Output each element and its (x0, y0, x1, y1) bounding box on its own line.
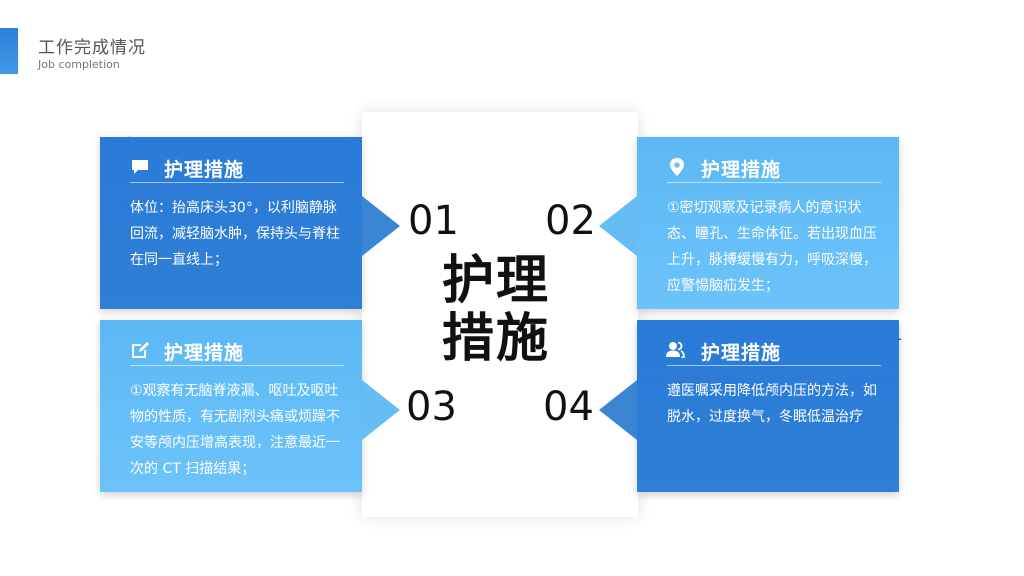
card-divider-04 (667, 365, 881, 366)
card-divider-02 (667, 182, 881, 183)
card-divider-03 (130, 365, 344, 366)
location-pin-icon (670, 158, 684, 176)
card-text-03: ①观察有无脑脊液漏、呕吐及呕吐物的性质，有无剧烈头痛或烦躁不安等颅内压增高表现，… (130, 383, 340, 477)
pointer-triangle-04 (599, 380, 637, 440)
item-number-03: 03 (406, 384, 457, 430)
pointer-triangle-01 (362, 196, 400, 256)
card-title-04: 护理措施 (701, 342, 782, 364)
card-title-03: 护理措施 (164, 342, 245, 364)
center-column (362, 112, 638, 517)
users-icon (666, 341, 685, 358)
chat-bubble-icon (132, 160, 148, 174)
page-title: 工作完成情况 (38, 38, 146, 58)
card-divider-01 (130, 182, 344, 183)
card-04: 护理措施 遵医嘱采用降低颅内压的方法，如脱水，过度换气，冬眠低温治疗 (637, 320, 899, 492)
card-title-02: 护理措施 (701, 159, 782, 181)
center-title: 护理 措施 (440, 252, 552, 368)
card-text-01: 体位：抬高床头30°，以利脑静脉回流，减轻脑水肿，保持头与脊柱在同一直线上； (130, 200, 340, 268)
card-01: 护理措施 体位：抬高床头30°，以利脑静脉回流，减轻脑水肿，保持头与脊柱在同一直… (100, 137, 362, 309)
page-subtitle: Job completion (38, 58, 120, 71)
pointer-triangle-02 (599, 196, 637, 256)
item-number-02: 02 (545, 198, 596, 244)
card-03: 护理措施 ①观察有无脑脊液漏、呕吐及呕吐物的性质，有无剧烈头痛或烦躁不安等颅内压… (100, 320, 362, 492)
card-title-01: 护理措施 (164, 159, 245, 181)
center-title-line2: 措施 (441, 309, 550, 369)
item-number-04: 04 (543, 384, 594, 430)
center-title-line1: 护理 (441, 251, 550, 311)
header-accent-bar (0, 28, 18, 74)
card-text-02: ①密切观察及记录病人的意识状态、瞳孔、生命体征。若出现血压上升，脉搏缓慢有力，呼… (667, 200, 877, 294)
item-number-01: 01 (408, 198, 459, 244)
edit-icon (132, 342, 149, 358)
pointer-triangle-03 (362, 380, 400, 440)
card-02: 护理措施 ①密切观察及记录病人的意识状态、瞳孔、生命体征。若出现血压上升，脉搏缓… (637, 137, 899, 309)
card-text-04: 遵医嘱采用降低颅内压的方法，如脱水，过度换气，冬眠低温治疗 (667, 383, 877, 425)
